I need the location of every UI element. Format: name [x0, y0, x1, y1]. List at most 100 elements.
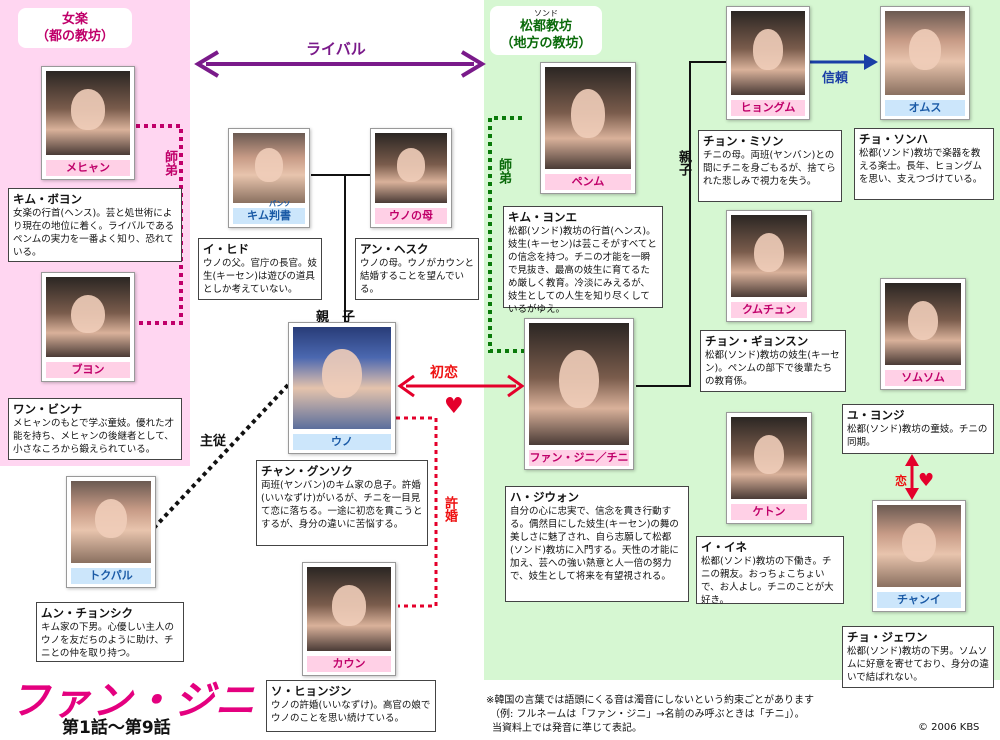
jini-role: ファン・ジニ／チニ	[529, 450, 629, 466]
jini-desc: ハ・ジウォン 自分の心に忠実で、信念を貫き行動する。偶然目にした妓生(キーセン)…	[505, 486, 689, 602]
mehyang-portrait	[46, 71, 130, 155]
first-love-label: 初恋	[430, 365, 458, 381]
penmu-photo: ペンム	[540, 62, 636, 194]
note-line-2: （例: フルネームは「ファン・ジニ」→名前のみ呼ぶときは「チニ」）。	[490, 709, 805, 720]
kaun-photo: カウン	[302, 562, 396, 676]
uno-mother-portrait	[375, 133, 447, 203]
songdo-header: ソンド 松都教坊 （地方の教坊）	[490, 6, 602, 55]
mehyang-actor: キム・ボヨン	[13, 192, 82, 206]
mother-child-line	[636, 61, 726, 387]
chani-portrait	[877, 505, 961, 587]
kaun-portrait	[307, 567, 391, 651]
kaun-actor: ソ・ヒョンジン	[271, 684, 352, 698]
kumchun-actor: チョン・ギョンスン	[705, 334, 809, 348]
penmu-portrait	[545, 67, 631, 169]
trust-arrowhead	[864, 54, 878, 70]
rival-arrow-right	[460, 50, 486, 78]
omusu-actor: チョ・ソンハ	[859, 132, 928, 146]
hyongum-portrait	[731, 11, 805, 95]
ketton-role: ケトン	[731, 504, 807, 520]
tokbal-desc: ムン・チョンシク キム家の下男。心優しい主人のウノを友だちのように助け、チニとの…	[36, 602, 184, 662]
engaged-line	[396, 416, 438, 608]
kim-photo: キム判書パンソ	[228, 128, 310, 228]
mehyang-role: メヒャン	[46, 160, 130, 176]
omusu-role: オムス	[885, 100, 965, 116]
trust-label: 信頼	[822, 71, 849, 86]
penmu-role: ペンム	[545, 174, 631, 190]
title-logo: ファン・ジニ	[10, 678, 256, 724]
kim-role: キム判書パンソ	[233, 200, 305, 224]
uno-mother-photo: ウノの母	[370, 128, 452, 228]
hyongum-photo: ヒョングム	[726, 6, 810, 120]
ketton-desc: イ・イネ 松都(ソンド)教坊の下働き。チニの親友。おっちょこちょいで、お人よし。…	[696, 536, 844, 606]
somsom-desc: ユ・ヨンジ 松都(ソンド)教坊の童妓。チニの同期。	[842, 404, 994, 454]
jini-portrait	[529, 323, 629, 445]
romanization-note: ※韓国の言葉では語頭にくる音は濁音にしないという約束ごとがあります （例: フル…	[486, 694, 846, 736]
uno-role: ウノ	[293, 434, 391, 450]
love-arrowhead-down	[905, 488, 919, 500]
penmu-text: 松都(ソンド)教坊の行首(ヘンス)。妓生(キーセン)は芸こそがすべてとの信念を持…	[508, 226, 657, 315]
omusu-portrait	[885, 11, 965, 95]
rival-label: ライバル	[306, 40, 366, 58]
episode-range: 第1話～第9話	[62, 718, 171, 738]
tokbal-actor: ムン・チョンシク	[41, 606, 133, 620]
kumchun-desc: チョン・ギョンスン 松都(ソンド)教坊の妓生(キーセン)。ペンムの部下で後輩たち…	[700, 330, 846, 392]
tokbal-photo: トクパル	[66, 476, 156, 588]
uno-photo: ウノ	[288, 322, 396, 454]
ketton-text: 松都(ソンド)教坊の下働き。チニの親友。おっちょこちょいで、お人よし。チニのこと…	[701, 556, 834, 606]
ketton-actor: イ・イネ	[701, 540, 747, 554]
tokbal-role: トクパル	[71, 568, 151, 584]
court-header: 女楽 （都の教坊）	[18, 8, 132, 48]
kim-desc: イ・ヒド ウノの父。官庁の長官。妓生(キーセン)は遊びの道具としか考えていない。	[198, 238, 322, 300]
uno-mother-text: ウノの母。ウノがカウンと結婚することを望んでいる。	[360, 258, 475, 295]
tokbal-portrait	[71, 481, 151, 563]
jini-actor: ハ・ジウォン	[510, 490, 579, 504]
ketton-portrait	[731, 417, 807, 499]
ketton-photo: ケトン	[726, 412, 812, 524]
omusu-desc: チョ・ソンハ 松都(ソンド)教坊で楽器を教える楽士。長年、ヒョングムを思い、支え…	[854, 128, 994, 200]
chani-text: 松都(ソンド)教坊の下男。ソムソムに好意を寄せており、身分の違いで結ばれない。	[847, 646, 989, 683]
omusu-photo: オムス	[880, 6, 970, 120]
penmu-desc: キム・ヨンエ 松都(ソンド)教坊の行首(ヘンス)。妓生(キーセン)は芸こそがすべ…	[503, 206, 663, 315]
kumchun-role: クムチュン	[731, 302, 807, 318]
mehyang-text: 女楽の行首(ヘンス)。芸と処世術により現在の地位に着く。ライバルであるペンムの実…	[13, 208, 175, 258]
kumchun-photo: クムチュン	[726, 210, 812, 322]
uno-mother-desc: アン・ヘスク ウノの母。ウノがカウンと結婚することを望んでいる。	[355, 238, 479, 300]
somsom-portrait	[885, 283, 961, 365]
uno-actor: チャン・グンソク	[261, 464, 353, 478]
court-subtitle: （都の教坊）	[35, 29, 114, 44]
buyon-photo: ブヨン	[41, 272, 135, 382]
kim-role-text: キム判書	[247, 209, 291, 222]
uno-text: 両班(ヤンバン)のキム家の息子。許婚(いいなずけ)がいるが、チニを一目見て恋に落…	[261, 480, 423, 530]
chani-actor: チョ・ジェワン	[847, 630, 928, 644]
kaun-role: カウン	[307, 656, 391, 672]
right-disciple-label: 師弟	[496, 158, 511, 184]
parent-child-top-label: 親 子	[316, 310, 356, 325]
love-arrowhead-up	[905, 454, 919, 466]
jini-photo: ファン・ジニ／チニ	[524, 318, 634, 470]
first-love-heart-icon: ♥	[444, 394, 464, 419]
left-disciple-label: 師弟	[162, 150, 177, 176]
right-disciple-line	[488, 116, 524, 353]
copyright: © 2006 KBS	[918, 722, 980, 733]
note-line-3: 当資料上では発音に準じて表記。	[492, 723, 642, 734]
court-title: 女楽	[61, 12, 88, 27]
chani-photo: チャンイ	[872, 500, 966, 612]
uno-desc: チャン・グンソク 両班(ヤンバン)のキム家の息子。許婚(いいなずけ)がいるが、チ…	[256, 460, 428, 546]
somsom-photo: ソムソム	[880, 278, 966, 390]
kim-text: ウノの父。官庁の長官。妓生(キーセン)は遊びの道具としか考えていない。	[203, 258, 318, 295]
songdo-ruby: ソンド	[534, 9, 558, 18]
kumchun-portrait	[731, 215, 807, 297]
left-disciple-line	[136, 124, 183, 325]
buyon-portrait	[46, 277, 130, 357]
hyongum-actor: チョン・ミソン	[703, 134, 784, 148]
buyon-desc: ワン・ビンナ メヒャンのもとで学ぶ童妓。優れた才能を持ち、メヒャンの後継者として…	[8, 398, 182, 460]
songdo-title: 松都教坊	[519, 19, 572, 34]
first-love-arrow-right	[507, 374, 525, 398]
parent-child-right-label: 親子	[676, 150, 691, 176]
hyongum-text: チニの母。両班(ヤンバン)との間にチニを身ごもるが、捨てられた悲しみで視力を失う…	[703, 150, 836, 187]
engaged-label: 許婚	[442, 496, 457, 522]
note-line-1: ※韓国の言葉では語頭にくる音は濁音にしないという約束ごとがあります	[486, 695, 814, 706]
omusu-text: 松都(ソンド)教坊で楽器を教える楽士。長年、ヒョングムを思い、支えつづけている。	[859, 148, 983, 185]
